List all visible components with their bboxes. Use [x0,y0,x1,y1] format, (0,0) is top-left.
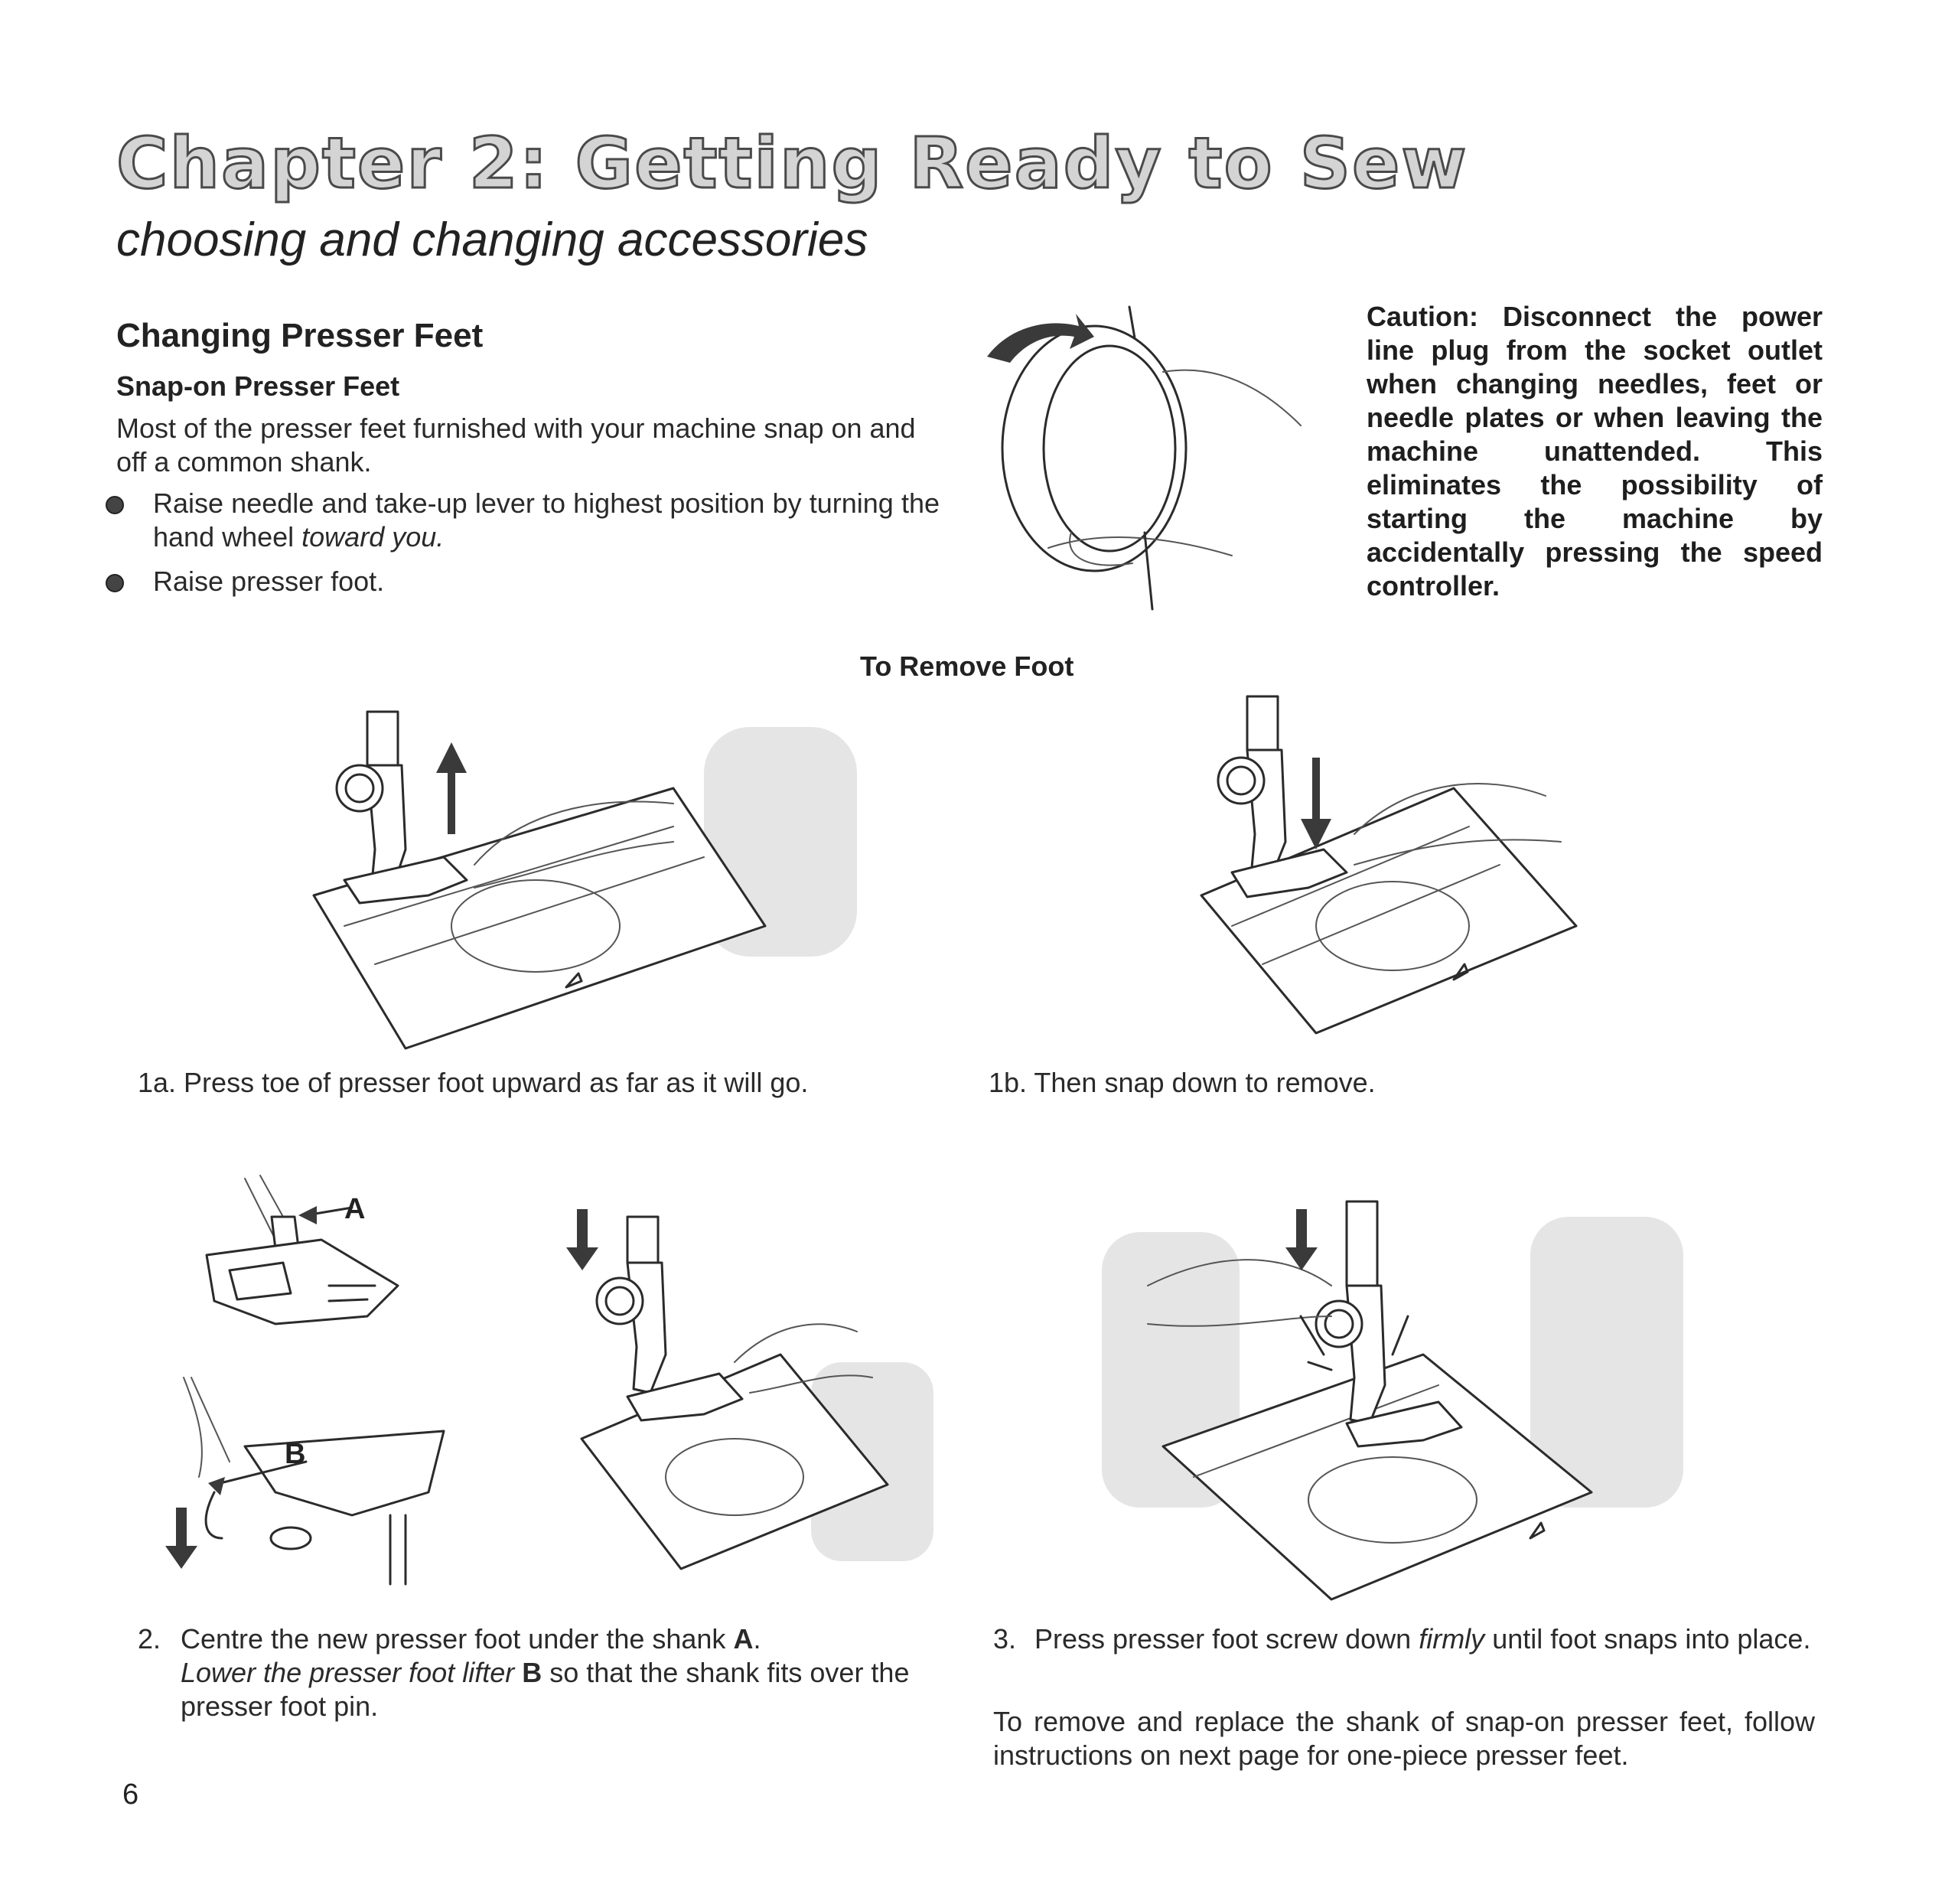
step-3-text-end: until foot snaps into place. [1484,1623,1811,1655]
step-2-line-2: Lower the presser foot lifter B so that … [181,1656,964,1723]
preparation-item-text: Raise needle and take-up lever to highes… [153,487,940,553]
shank-and-lifter-illustration: A B [165,1175,445,1586]
subsection-heading: Snap-on Presser Feet [116,370,400,402]
intro-paragraph: Most of the presser feet furnished with … [116,412,916,478]
caption-step-1a: 1a. Press toe of presser foot upward as … [138,1067,809,1098]
bullet-icon [106,574,124,592]
preparation-item-text: Raise presser foot. [153,566,385,597]
step-2-number: 2. [138,1623,161,1655]
step-3-instructions: 3. Press presser foot screw down firmly … [993,1622,1815,1656]
hand-wheel-illustration [987,305,1302,611]
remove-foot-heading: To Remove Foot [860,650,1074,682]
page-number: 6 [122,1778,139,1811]
step-2-instructions: 2. Centre the new presser foot under the… [138,1622,964,1723]
centre-foot-illustration [566,1209,933,1570]
step-2-line-1-text: Centre the new presser foot under the sh… [181,1623,734,1655]
remove-foot-illustration-1a [312,710,857,1050]
step-2-line-2-italic: Lower the presser foot lifter [181,1657,523,1688]
step-2-line-1: Centre the new presser foot under the sh… [181,1622,964,1656]
step-2-line-1-end: . [753,1623,761,1655]
press-screw-illustration [1102,1200,1683,1601]
step-3-text-start: Press presser foot screw down [1034,1623,1419,1655]
chapter-subtitle: choosing and changing accessories [116,214,868,266]
preparation-item: Raise presser foot. [106,565,940,598]
remove-foot-illustration-1b [1200,695,1578,1035]
step-2-line-2-end: so that the shank fits over the presser … [181,1657,910,1722]
caption-step-1b: 1b. Then snap down to remove. [989,1067,1376,1098]
section-heading: Changing Presser Feet [116,317,484,354]
bullet-icon [106,496,124,514]
caution-notice: Caution: Disconnect the power line plug … [1367,301,1823,602]
preparation-item-emphasis: toward you. [301,521,445,553]
shank-label: A [344,1193,365,1225]
step-3-note: To remove and replace the shank of snap-… [993,1706,1815,1771]
preparation-item: Raise needle and take-up lever to highes… [106,487,940,554]
step-3-text: Press presser foot screw down firmly unt… [1034,1622,1815,1656]
chapter-title: Chapter 2: Getting Ready to Sew [115,122,1468,206]
step-3-text-italic: firmly [1419,1623,1485,1655]
step-3-number: 3. [993,1623,1017,1655]
preparation-list: Raise needle and take-up lever to highes… [106,487,940,609]
lifter-label: B [285,1438,305,1470]
step-2-lifter-ref: B [522,1657,542,1688]
step-2-shank-ref: A [733,1623,754,1655]
